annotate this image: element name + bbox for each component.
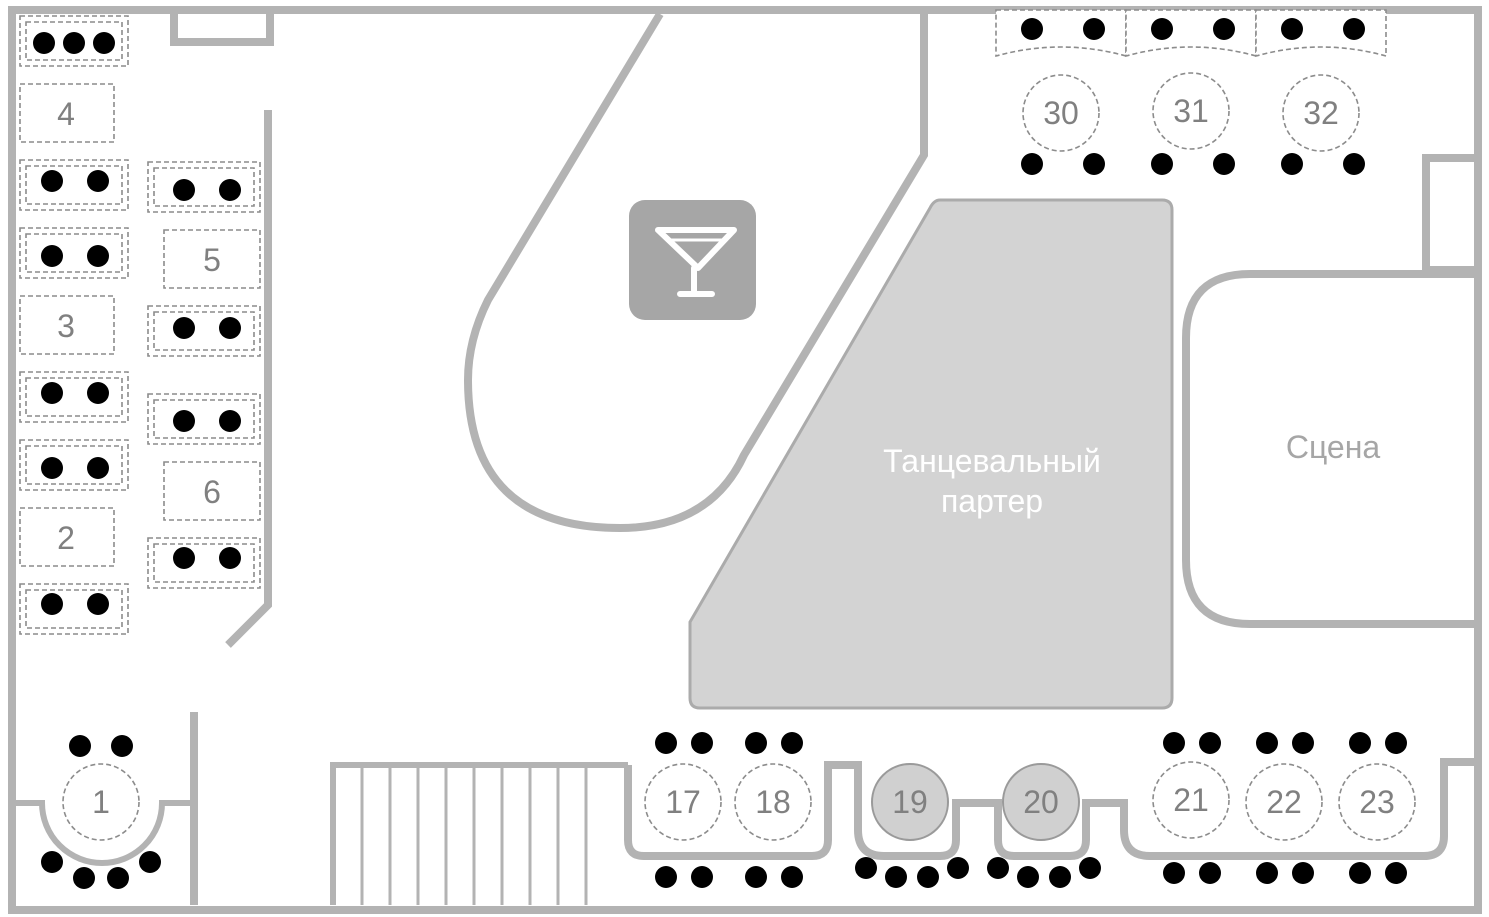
table-18[interactable]: 18 [734, 763, 812, 841]
table-22-label: 22 [1266, 784, 1302, 820]
seat [63, 32, 85, 54]
table-1-label: 1 [92, 784, 110, 820]
table-20[interactable]: 20 [1002, 763, 1080, 841]
table-6-label: 6 [203, 474, 221, 510]
seat-pair [147, 393, 261, 445]
table-3-label: 3 [57, 308, 75, 344]
table-21[interactable]: 21 [1152, 761, 1230, 839]
dance-floor-label-line1: Танцевальный [883, 443, 1101, 479]
table-6[interactable]: 6 [163, 461, 261, 521]
seat [33, 32, 55, 54]
table-30[interactable]: 30 [1022, 74, 1100, 152]
table-3[interactable]: 3 [19, 295, 115, 355]
table-4-label: 4 [57, 96, 75, 132]
table-23-label: 23 [1359, 784, 1395, 820]
table-19[interactable]: 19 [871, 763, 949, 841]
table-22[interactable]: 22 [1245, 763, 1323, 841]
table-5[interactable]: 5 [163, 229, 261, 289]
table-19-label: 19 [892, 784, 928, 820]
seat-pair [19, 371, 129, 423]
table-1[interactable]: 1 [62, 763, 140, 841]
table-2-label: 2 [57, 520, 75, 556]
table-17-label: 17 [665, 784, 701, 820]
table-32-label: 32 [1303, 95, 1339, 131]
table-2[interactable]: 2 [19, 507, 115, 567]
booth-wall-bottom [624, 758, 1475, 860]
table-21-label: 21 [1173, 782, 1209, 818]
partition-left [225, 110, 272, 648]
seat-pair [19, 439, 129, 491]
table-32[interactable]: 32 [1282, 74, 1360, 152]
seat-pair [19, 583, 129, 635]
seat-pair [147, 537, 261, 589]
stage-outline [1182, 270, 1475, 628]
stage-label: Сцена [1286, 429, 1381, 465]
table-31[interactable]: 31 [1152, 72, 1230, 150]
seat-pair [147, 305, 261, 357]
seat-pair [19, 227, 129, 279]
dance-floor-label-line2: партер [941, 483, 1043, 519]
table-17[interactable]: 17 [644, 763, 722, 841]
table-23[interactable]: 23 [1338, 763, 1416, 841]
staircase [330, 762, 628, 905]
table-20-label: 20 [1023, 784, 1059, 820]
table-4[interactable]: 4 [19, 83, 115, 143]
booth-wall-t1 [16, 800, 190, 866]
table-5-label: 5 [203, 242, 221, 278]
seat [93, 32, 115, 54]
wall-right-niche [1422, 154, 1475, 274]
table-18-label: 18 [755, 784, 791, 820]
outer-wall [8, 6, 1482, 914]
table-31-label: 31 [1173, 93, 1209, 129]
dance-floor [688, 198, 1174, 710]
seat-pair [147, 161, 261, 213]
sofa-top-right [995, 9, 1387, 58]
seat-pair [19, 159, 129, 211]
wall-niche [170, 12, 274, 46]
table-30-label: 30 [1043, 95, 1079, 131]
bar-counter [463, 11, 928, 533]
cocktail-glass-icon [629, 200, 756, 320]
table-top-left[interactable] [19, 15, 129, 67]
